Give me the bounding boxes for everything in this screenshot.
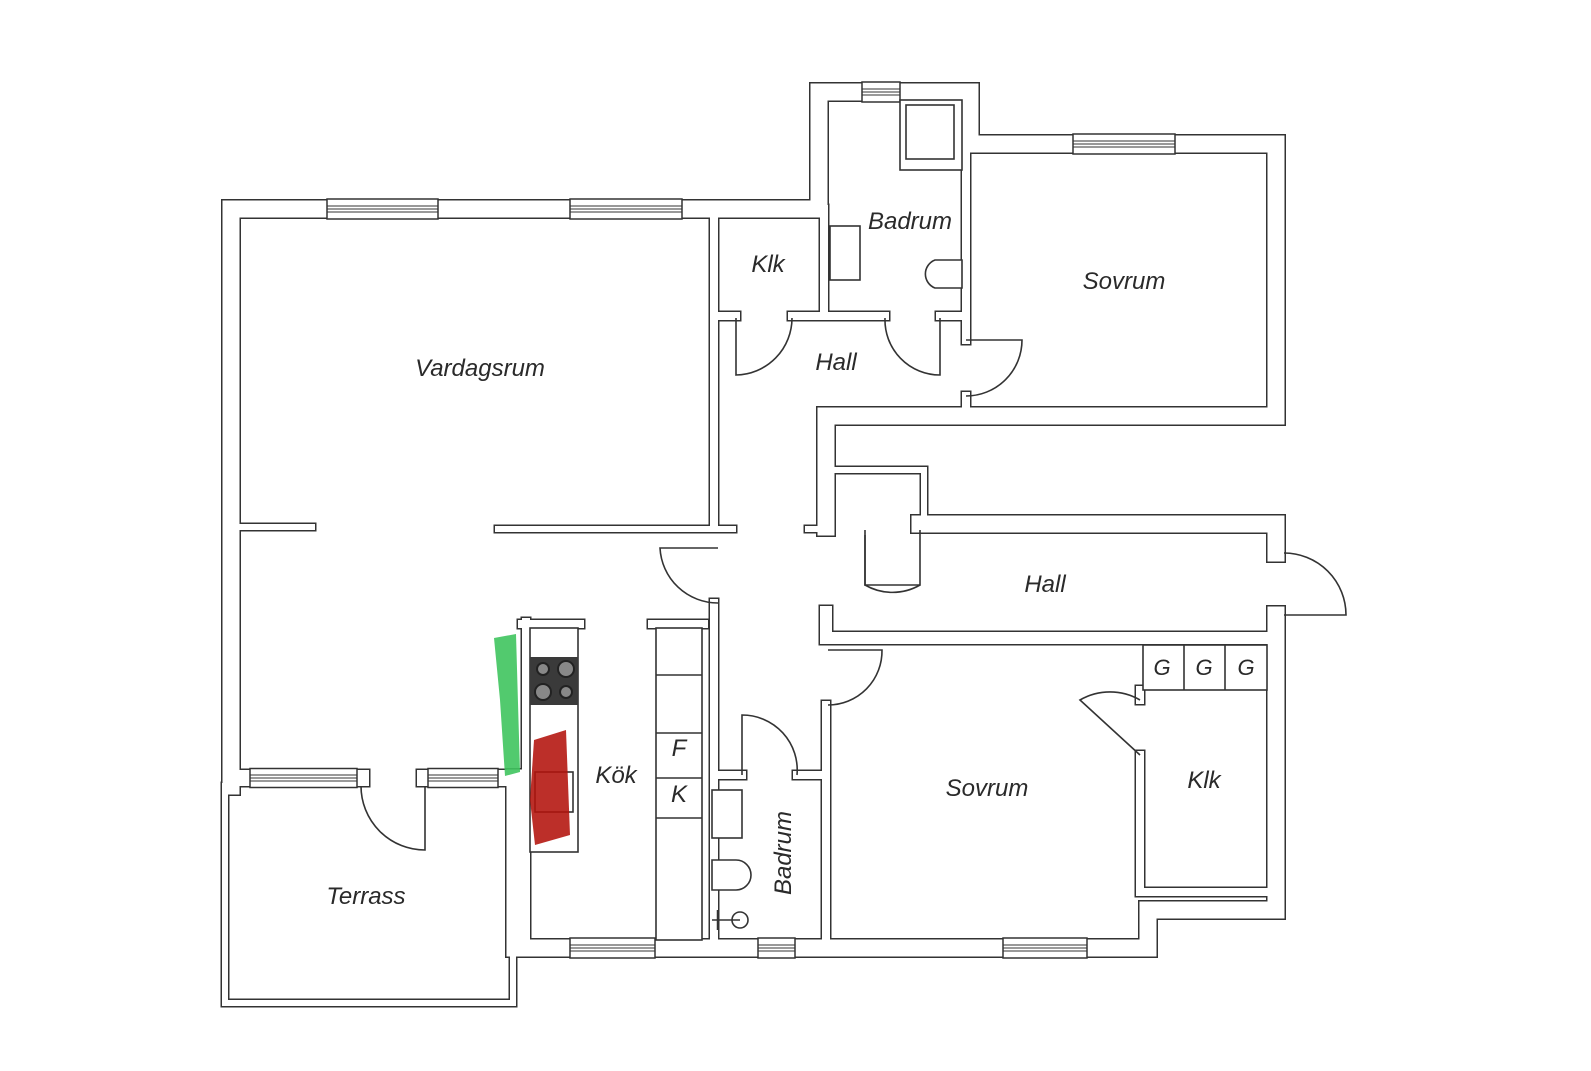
storage-label: G (1195, 655, 1212, 680)
wall (825, 465, 929, 529)
wall-fill (1136, 751, 1271, 896)
walls (220, 82, 1286, 1008)
storage-cupboards (1142, 644, 1268, 691)
room-label-badrum-bottom: Badrum (770, 811, 797, 895)
green-highlight-mark (494, 634, 520, 776)
room-label-vardagsrum: Vardagsrum (415, 355, 545, 382)
kitchen-cabinets (655, 627, 703, 941)
room-label-sovrum-bottom: Sovrum (946, 775, 1029, 802)
toilet-icon (924, 259, 963, 289)
shower-icon (899, 99, 963, 171)
red-highlight-mark (530, 730, 570, 845)
room-label-klk-top: Klk (751, 251, 786, 278)
washbasin-icon (711, 789, 743, 839)
fridge-label: F (672, 735, 688, 762)
room-label-terrass: Terrass (326, 883, 405, 910)
window-icon (249, 767, 358, 789)
window-icon (569, 937, 656, 959)
washbasin-icon (829, 225, 861, 281)
window-icon (1002, 937, 1088, 959)
wall-fill (827, 467, 927, 527)
room-label-kok: Kök (595, 762, 638, 789)
floor-drain-icon (712, 910, 749, 930)
doors (360, 317, 1347, 851)
toilet-icon (711, 859, 752, 891)
wall-fill (222, 83, 1285, 795)
wall-fill (506, 606, 1285, 957)
window-icon (569, 198, 683, 220)
storage-label: G (1237, 655, 1254, 680)
window-icon (326, 198, 439, 220)
window-icon (861, 81, 901, 103)
window-icon (1072, 133, 1176, 155)
window-icon (757, 937, 796, 959)
wall-fill (911, 515, 1285, 562)
window-icon (427, 767, 499, 789)
wall (221, 82, 1286, 796)
room-label-klk-bottom: Klk (1187, 767, 1222, 794)
room-label-hall-right: Hall (1024, 571, 1066, 598)
freezer-label: K (671, 781, 688, 808)
wall-fill (820, 606, 1282, 644)
windows (249, 81, 1176, 959)
storage-label: G (1153, 655, 1170, 680)
wall-fill (222, 783, 516, 1006)
room-label-sovrum-top: Sovrum (1083, 268, 1166, 295)
room-label-badrum-top: Badrum (868, 208, 952, 235)
room-label-hall-top: Hall (815, 349, 857, 376)
